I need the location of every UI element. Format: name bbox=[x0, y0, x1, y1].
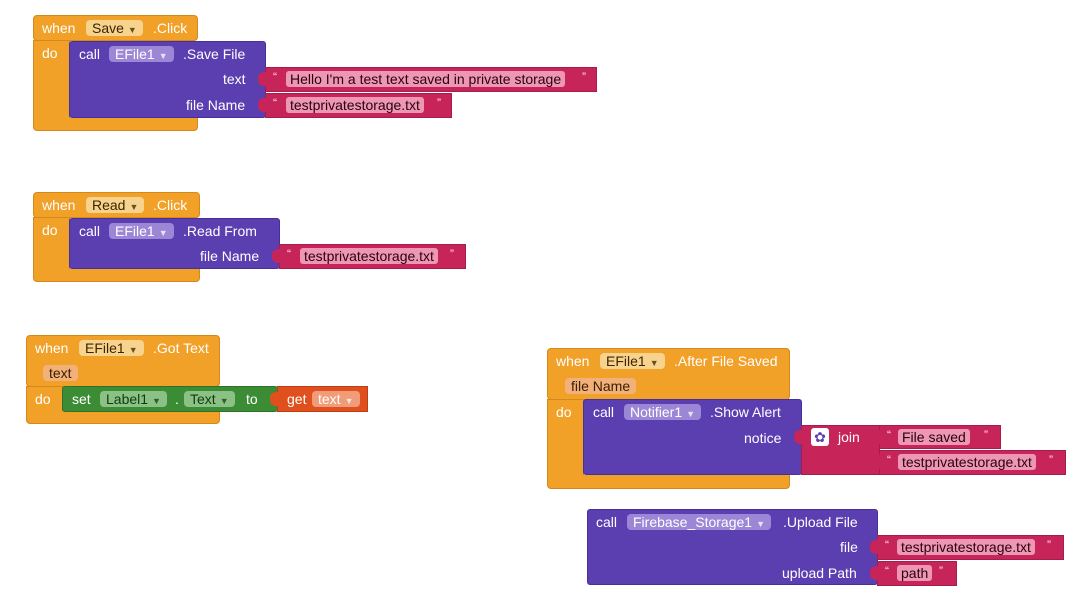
chevron-down-icon: ▼ bbox=[649, 358, 659, 368]
method-name: .Upload File bbox=[783, 514, 858, 530]
event-footer bbox=[547, 475, 790, 489]
param-label-notice: notice bbox=[744, 430, 782, 446]
dot-separator: . bbox=[175, 391, 179, 407]
when-keyword: when bbox=[42, 20, 76, 36]
string-value[interactable]: File saved bbox=[898, 429, 970, 445]
param-label-upload-path: upload Path bbox=[782, 565, 857, 581]
puzzle-notch bbox=[270, 392, 279, 406]
open-quote-icon: “ bbox=[273, 70, 277, 84]
close-quote-icon: ” bbox=[1047, 538, 1051, 552]
open-quote-icon: “ bbox=[885, 564, 889, 578]
do-keyword: do bbox=[42, 222, 58, 238]
puzzle-notch bbox=[872, 430, 881, 444]
puzzle-notch bbox=[870, 566, 879, 580]
open-quote-icon: “ bbox=[887, 453, 891, 467]
chevron-down-icon: ▼ bbox=[152, 396, 161, 406]
open-quote-icon: “ bbox=[887, 428, 891, 442]
event-name: .After File Saved bbox=[674, 353, 778, 369]
string-value[interactable]: Hello I'm a test text saved in private s… bbox=[286, 71, 566, 87]
event-parameter[interactable]: file Name bbox=[565, 378, 637, 394]
when-keyword: when bbox=[35, 340, 69, 356]
chevron-down-icon: ▼ bbox=[756, 519, 765, 529]
open-quote-icon: “ bbox=[273, 96, 277, 110]
component-dropdown[interactable]: EFile1▼ bbox=[600, 353, 665, 369]
do-keyword: do bbox=[42, 45, 58, 61]
puzzle-notch bbox=[258, 98, 267, 112]
chevron-down-icon: ▼ bbox=[127, 25, 137, 35]
read-from-call-block[interactable] bbox=[69, 218, 280, 269]
variable-dropdown[interactable]: text▼ bbox=[312, 391, 360, 407]
close-quote-icon: ” bbox=[984, 428, 988, 442]
set-property-block[interactable] bbox=[62, 386, 278, 412]
puzzle-notch bbox=[794, 430, 803, 444]
chevron-down-icon: ▼ bbox=[128, 345, 138, 355]
do-keyword: do bbox=[556, 404, 572, 420]
event-do-bar bbox=[33, 40, 70, 122]
string-value[interactable]: testprivatestorage.txt bbox=[286, 97, 424, 113]
call-keyword: call bbox=[596, 514, 618, 530]
open-quote-icon: “ bbox=[287, 247, 291, 261]
component-dropdown[interactable]: Save▼ bbox=[86, 20, 143, 36]
string-value[interactable]: path bbox=[897, 565, 933, 581]
close-quote-icon: ” bbox=[582, 70, 586, 84]
property-dropdown[interactable]: Text▼ bbox=[184, 391, 235, 407]
close-quote-icon: ” bbox=[939, 564, 943, 578]
param-label-file: file bbox=[840, 539, 858, 555]
component-dropdown[interactable]: EFile1▼ bbox=[79, 340, 144, 356]
param-label-text: text bbox=[223, 71, 246, 87]
gear-icon[interactable]: ✿ bbox=[811, 428, 829, 446]
close-quote-icon: ” bbox=[1049, 453, 1053, 467]
event-parameter[interactable]: text bbox=[43, 365, 78, 381]
puzzle-notch bbox=[258, 72, 267, 86]
component-dropdown[interactable]: Read▼ bbox=[86, 197, 145, 213]
chevron-down-icon: ▼ bbox=[686, 409, 696, 419]
chevron-down-icon: ▼ bbox=[158, 228, 168, 238]
puzzle-notch bbox=[870, 540, 879, 554]
event-footer bbox=[33, 269, 200, 282]
call-keyword: call bbox=[79, 223, 101, 239]
event-footer bbox=[26, 411, 220, 424]
open-quote-icon: “ bbox=[885, 538, 889, 552]
close-quote-icon: ” bbox=[437, 96, 441, 110]
event-name: .Click bbox=[153, 197, 188, 213]
set-keyword: set bbox=[72, 391, 91, 407]
join-keyword: join bbox=[838, 429, 860, 445]
method-name: .Save File bbox=[183, 46, 246, 62]
component-dropdown[interactable]: Notifier1▼ bbox=[624, 404, 702, 420]
to-keyword: to bbox=[246, 391, 258, 407]
do-keyword: do bbox=[35, 391, 51, 407]
chevron-down-icon: ▼ bbox=[158, 51, 168, 61]
param-label-file-name: file Name bbox=[200, 248, 260, 264]
string-value[interactable]: testprivatestorage.txt bbox=[897, 539, 1035, 555]
when-keyword: when bbox=[42, 197, 76, 213]
puzzle-notch bbox=[272, 249, 281, 263]
event-name: .Click bbox=[153, 20, 188, 36]
close-quote-icon: ” bbox=[450, 247, 454, 261]
event-footer bbox=[33, 118, 198, 131]
component-dropdown[interactable]: EFile1▼ bbox=[109, 223, 174, 239]
param-label-file-name: file Name bbox=[186, 97, 246, 113]
when-keyword: when bbox=[556, 353, 590, 369]
string-value[interactable]: testprivatestorage.txt bbox=[898, 454, 1036, 470]
chevron-down-icon: ▼ bbox=[219, 396, 229, 406]
chevron-down-icon: ▼ bbox=[129, 202, 139, 212]
chevron-down-icon: ▼ bbox=[344, 396, 354, 406]
call-keyword: call bbox=[79, 46, 101, 62]
component-dropdown[interactable]: Label1▼ bbox=[100, 391, 167, 407]
event-name: .Got Text bbox=[153, 340, 209, 356]
method-name: .Show Alert bbox=[710, 404, 781, 420]
puzzle-notch bbox=[872, 455, 881, 469]
component-dropdown[interactable]: Firebase_Storage1▼ bbox=[627, 514, 771, 530]
string-value[interactable]: testprivatestorage.txt bbox=[300, 248, 438, 264]
get-keyword: get bbox=[287, 391, 307, 407]
method-name: .Read From bbox=[183, 223, 257, 239]
component-dropdown[interactable]: EFile1▼ bbox=[109, 46, 174, 62]
event-header[interactable] bbox=[33, 15, 198, 41]
call-keyword: call bbox=[593, 404, 615, 420]
